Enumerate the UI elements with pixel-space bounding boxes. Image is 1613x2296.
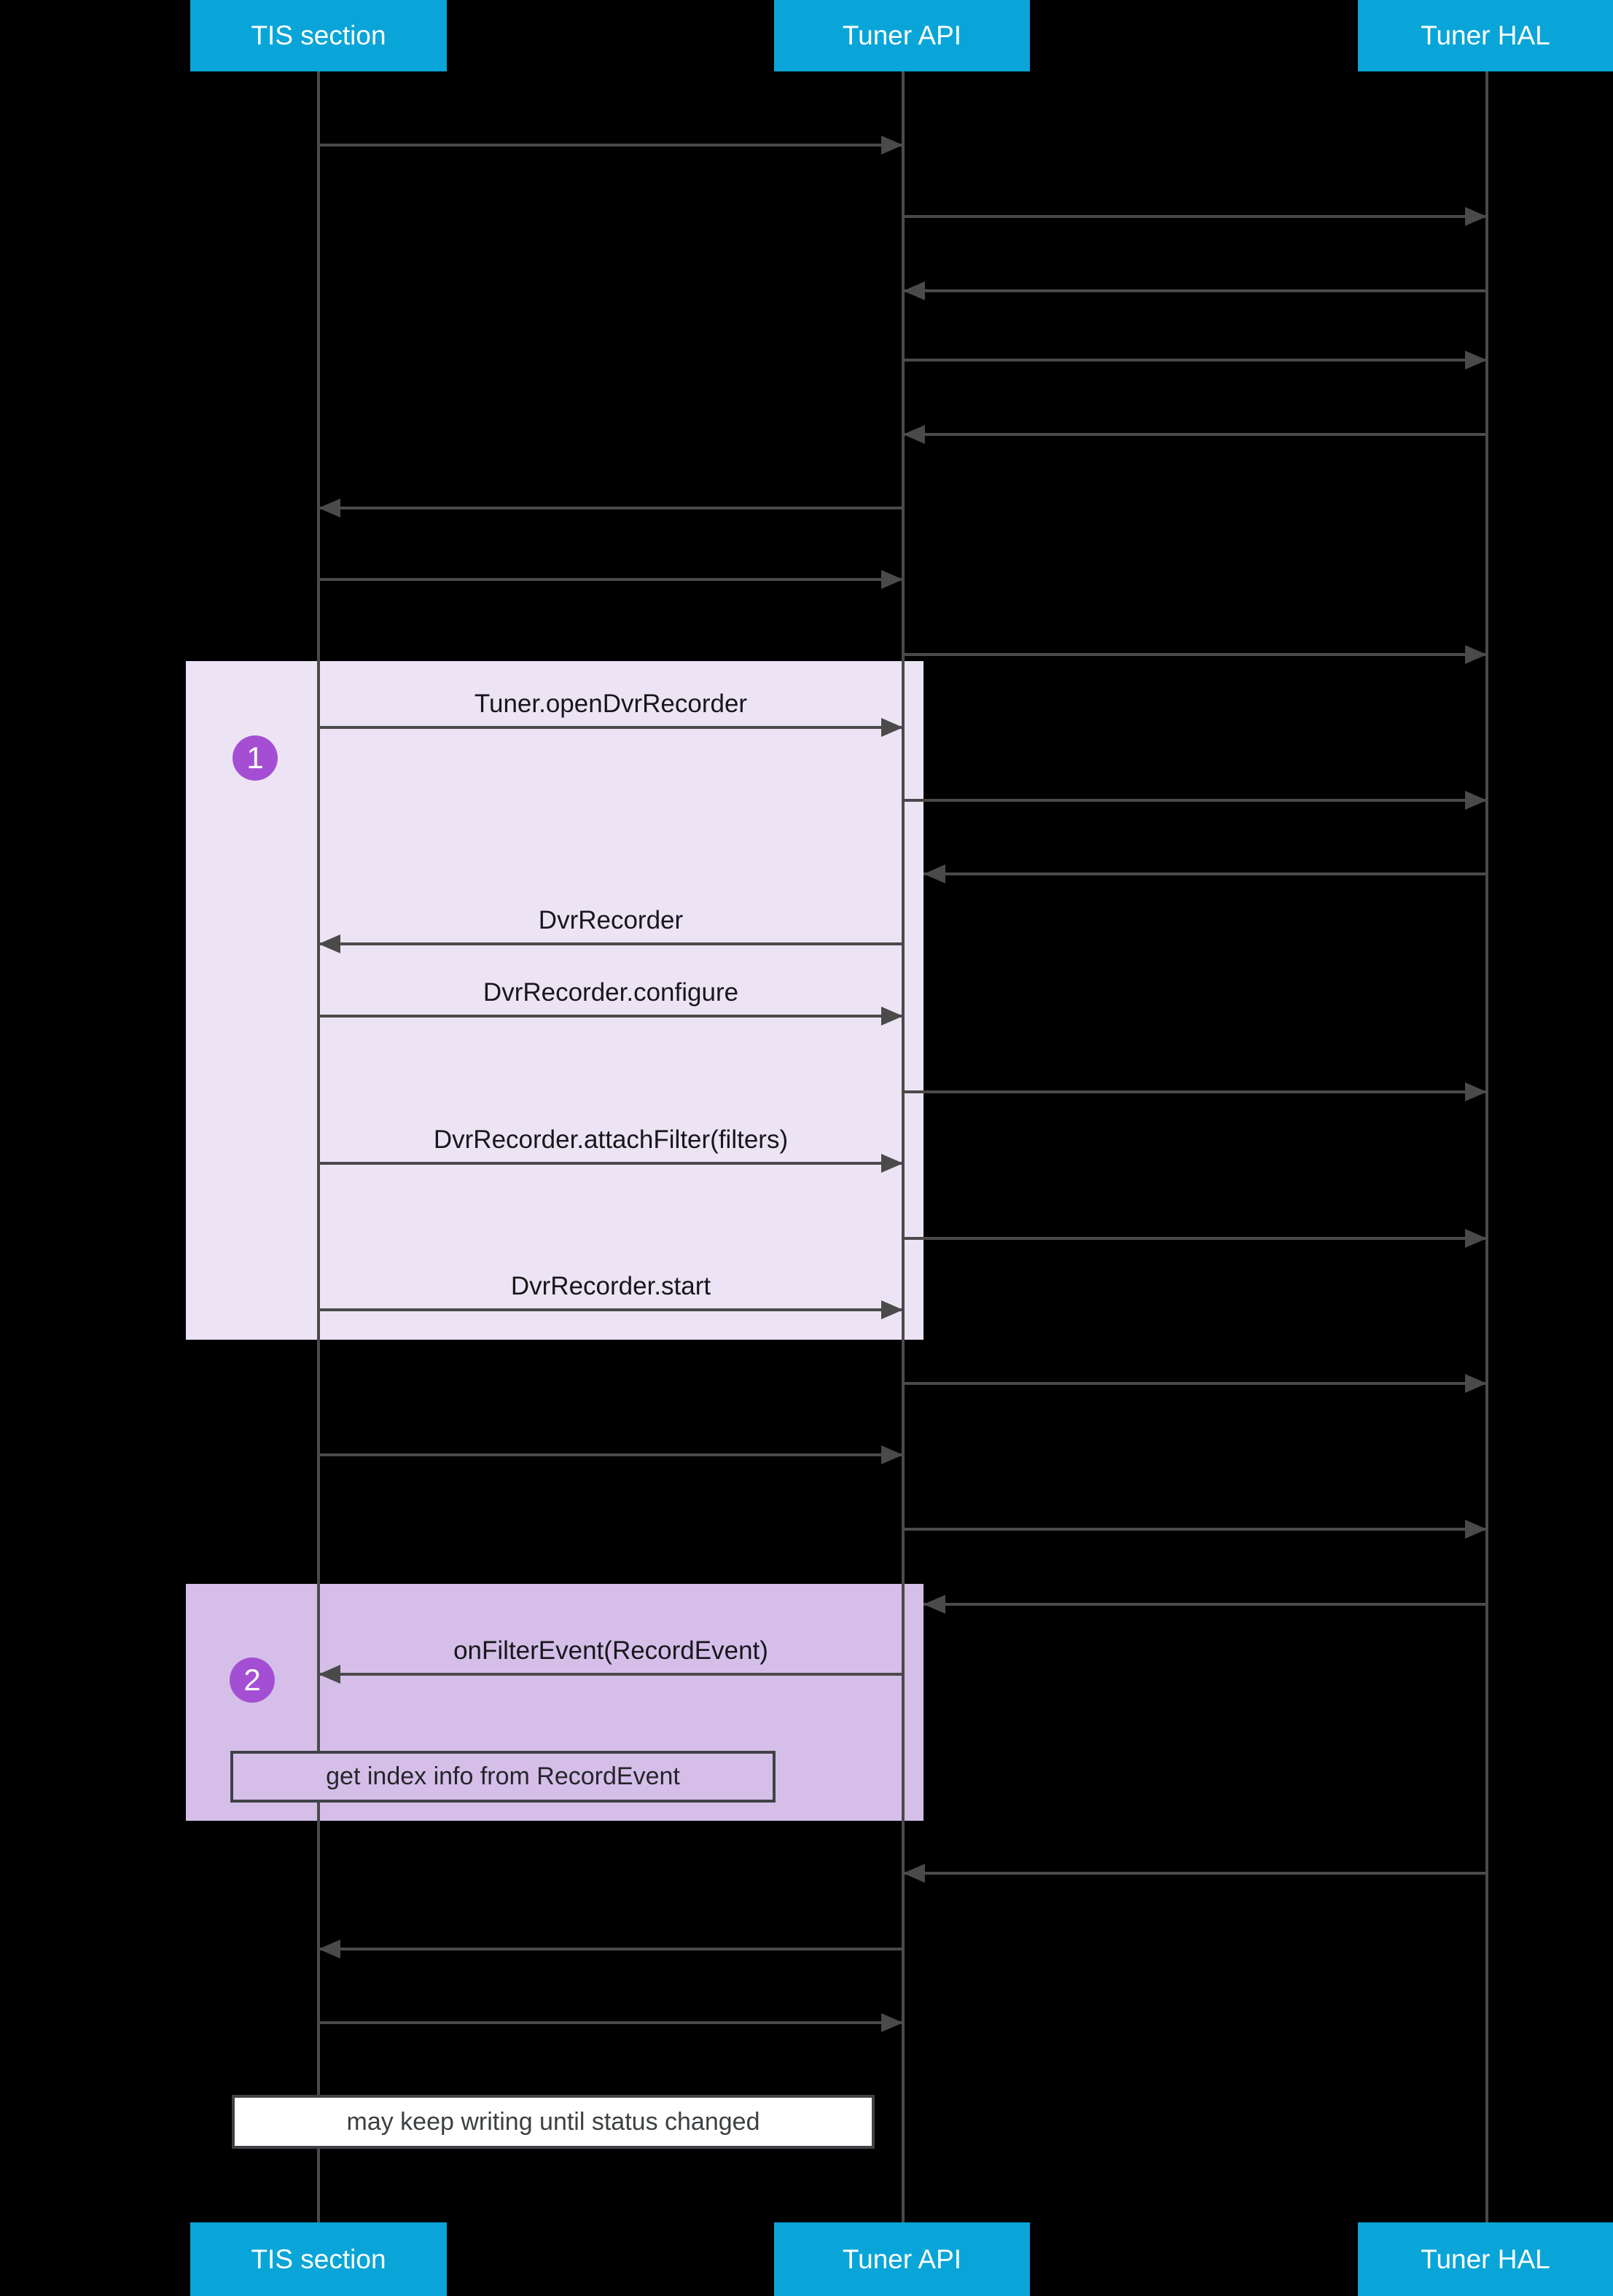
message-line-8 [903, 653, 1487, 656]
message-line-12 [319, 942, 903, 945]
message-arrowhead-19 [881, 1445, 903, 1464]
message-arrowhead-3 [903, 281, 925, 300]
actor-header-hal-bottom: Tuner HAL [1358, 2222, 1613, 2296]
lifeline-tis [317, 71, 320, 2224]
message-arrowhead-25 [881, 2013, 903, 2032]
message-line-6 [319, 507, 903, 509]
note-box-2: may keep writing until status changed [232, 2095, 875, 2149]
message-label: DvrRecorder.attachFilter(filters) [433, 1125, 789, 1154]
message-arrowhead-7 [881, 570, 903, 589]
message-arrowhead-15 [881, 1154, 903, 1173]
message-line-18 [903, 1382, 1487, 1385]
actor-header-hal-top: Tuner HAL [1358, 0, 1613, 71]
actor-header-tis-bottom: TIS section [190, 2222, 447, 2296]
message-line-1 [319, 144, 903, 147]
message-line-16 [903, 1237, 1487, 1240]
message-arrowhead-5 [903, 425, 925, 444]
message-arrowhead-6 [319, 499, 340, 518]
message-line-21 [923, 1603, 1487, 1606]
step-badge-1: 1 [233, 735, 278, 781]
message-arrowhead-2 [1465, 207, 1487, 226]
lifeline-hal [1485, 71, 1488, 2224]
message-line-22 [319, 1673, 903, 1676]
message-arrowhead-17 [881, 1300, 903, 1319]
note-box-1: get index info from RecordEvent [230, 1751, 776, 1803]
actor-header-api-bottom: Tuner API [774, 2222, 1030, 2296]
actor-header-api-top: Tuner API [774, 0, 1030, 71]
message-line-24 [319, 1948, 903, 1951]
message-line-23 [903, 1872, 1487, 1875]
message-arrowhead-14 [1465, 1082, 1487, 1101]
message-arrowhead-9 [881, 718, 903, 737]
message-line-15 [319, 1162, 903, 1165]
message-label: DvrRecorder [538, 906, 684, 934]
message-arrowhead-8 [1465, 645, 1487, 664]
message-line-2 [903, 215, 1487, 218]
message-line-10 [903, 799, 1487, 802]
message-arrowhead-18 [1465, 1374, 1487, 1393]
message-arrowhead-23 [903, 1864, 925, 1883]
message-arrowhead-24 [319, 1940, 340, 1959]
message-line-19 [319, 1453, 903, 1456]
message-arrowhead-22 [319, 1665, 340, 1684]
message-line-17 [319, 1308, 903, 1311]
message-arrowhead-13 [881, 1007, 903, 1026]
lifeline-api [902, 71, 905, 2224]
message-arrowhead-1 [881, 136, 903, 155]
message-arrowhead-21 [923, 1595, 945, 1614]
message-line-7 [319, 578, 903, 581]
message-label: DvrRecorder.start [510, 1272, 711, 1300]
message-label: Tuner.openDvrRecorder [474, 690, 748, 718]
message-line-5 [903, 433, 1487, 436]
message-arrowhead-11 [923, 864, 945, 883]
message-line-11 [923, 872, 1487, 875]
message-arrowhead-20 [1465, 1520, 1487, 1539]
message-line-3 [903, 289, 1487, 292]
message-arrowhead-16 [1465, 1229, 1487, 1248]
message-line-14 [903, 1090, 1487, 1093]
message-label: onFilterEvent(RecordEvent) [453, 1636, 768, 1665]
step-badge-2: 2 [230, 1657, 275, 1703]
message-line-25 [319, 2021, 903, 2024]
message-line-4 [903, 359, 1487, 362]
actor-header-tis-top: TIS section [190, 0, 447, 71]
message-arrowhead-10 [1465, 791, 1487, 810]
message-line-9 [319, 726, 903, 729]
message-line-20 [903, 1528, 1487, 1531]
message-arrowhead-12 [319, 934, 340, 953]
message-line-13 [319, 1015, 903, 1018]
highlight-region-1 [186, 661, 923, 1340]
message-label: DvrRecorder.configure [483, 978, 739, 1007]
message-arrowhead-4 [1465, 351, 1487, 370]
